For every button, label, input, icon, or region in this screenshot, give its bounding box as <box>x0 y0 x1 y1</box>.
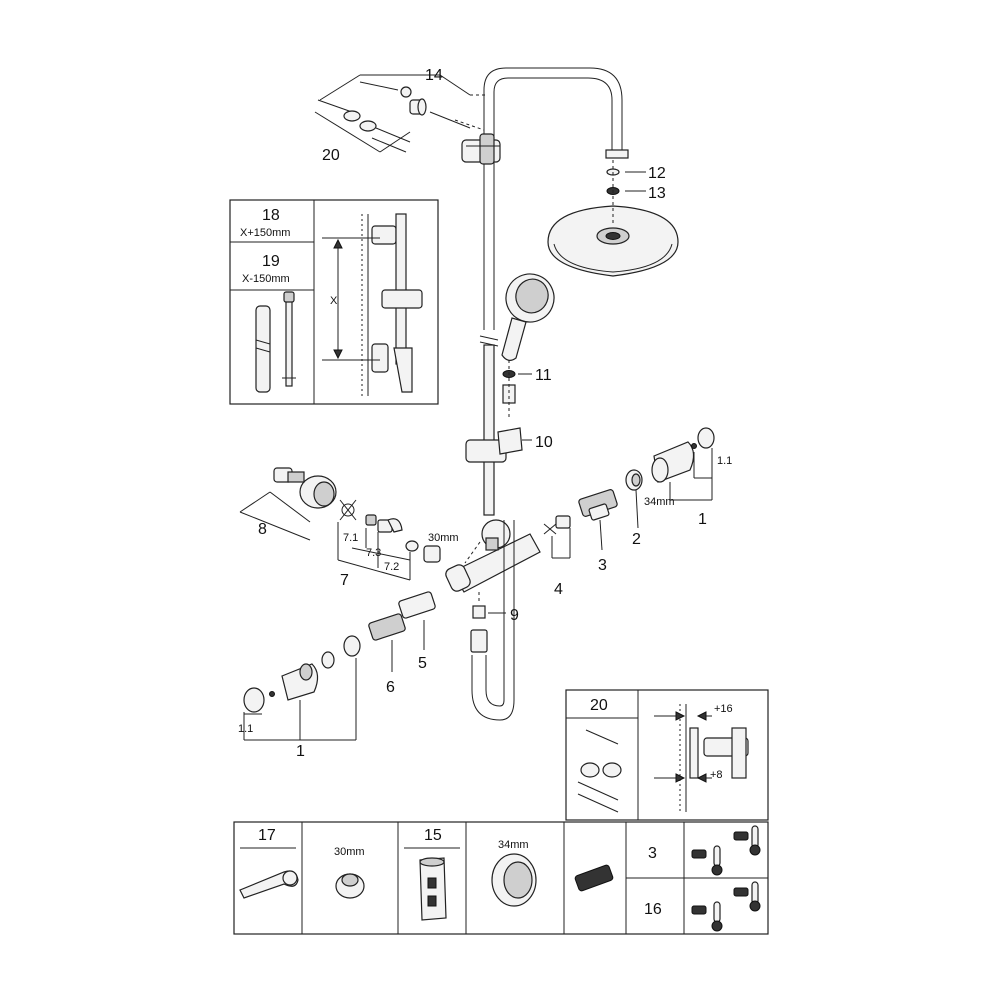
fixing-set-20 <box>314 99 411 153</box>
height-adjust-inset: 18 X+150mm 19 X-150mm X <box>229 199 439 405</box>
tool-option-3: 3 <box>648 845 657 862</box>
inset-18-text: X+150mm <box>240 227 290 239</box>
tool-option-16: 16 <box>644 901 662 918</box>
inset-20: 20 <box>590 697 608 714</box>
check-valve-4 <box>543 515 571 559</box>
shower-arm <box>483 67 629 330</box>
nut-9-and-hose <box>470 520 515 721</box>
lower-riser-pipe <box>479 335 499 516</box>
label-1-right: 1 <box>698 511 707 528</box>
ring-2 <box>625 469 643 529</box>
tool-ring-size: 34mm <box>498 839 529 851</box>
inset-19: 19 <box>262 253 280 270</box>
inset-19-text: X-150mm <box>242 273 290 285</box>
part-labels: 14 20 12 13 11 10 8 7.1 7.3 7.2 7 30mm 4… <box>238 67 732 760</box>
thermostat-body <box>445 519 541 593</box>
wall-bracket-top <box>461 133 501 165</box>
label-5: 5 <box>418 655 427 672</box>
fixing-set-14 <box>319 74 486 131</box>
inset-x-label: X <box>330 295 338 307</box>
label-8: 8 <box>258 521 267 538</box>
tool-17: 17 <box>258 827 276 844</box>
label-20: 20 <box>322 147 340 164</box>
label-7-2: 7.2 <box>384 561 399 573</box>
tool-nut-size: 30mm <box>334 846 365 858</box>
label-12: 12 <box>648 165 666 182</box>
label-14: 14 <box>425 67 443 84</box>
check-valve-7 <box>337 499 441 581</box>
tools-strip: 17 30mm 15 34mm 3 16 <box>233 821 769 935</box>
inset-offset-16: +16 <box>714 703 733 715</box>
label-1-1-right: 1.1 <box>717 455 732 467</box>
head-shower <box>547 205 679 277</box>
hand-shower-washer-11 <box>502 360 532 420</box>
tool-15: 15 <box>424 827 442 844</box>
cartridge-6 <box>368 613 406 672</box>
handle-1-right <box>651 427 715 501</box>
label-9: 9 <box>510 607 519 624</box>
label-1-left: 1 <box>296 743 305 760</box>
label-10: 10 <box>535 434 553 451</box>
cartridge-3 <box>578 489 618 551</box>
hand-shower <box>501 273 555 361</box>
label-3: 3 <box>598 557 607 574</box>
slider-10 <box>465 427 532 463</box>
dim-30mm: 30mm <box>428 532 459 544</box>
label-7-1: 7.1 <box>343 532 358 544</box>
dim-34mm: 34mm <box>644 496 675 508</box>
label-7: 7 <box>340 572 349 589</box>
eccentric-set-8 <box>239 467 337 541</box>
label-11: 11 <box>535 367 552 384</box>
handle-1-left <box>243 635 361 741</box>
label-1-1-left: 1.1 <box>238 723 253 735</box>
inset-offset-8: +8 <box>710 769 723 781</box>
cartridge-5 <box>398 591 436 650</box>
label-7-3: 7.3 <box>366 547 381 559</box>
washer-12-13 <box>606 160 646 225</box>
label-2: 2 <box>632 531 641 548</box>
label-4: 4 <box>554 581 563 598</box>
wall-offset-inset: 20 +16 +8 <box>565 689 769 821</box>
inset-18: 18 <box>262 207 280 224</box>
label-6: 6 <box>386 679 395 696</box>
label-13: 13 <box>648 185 666 202</box>
